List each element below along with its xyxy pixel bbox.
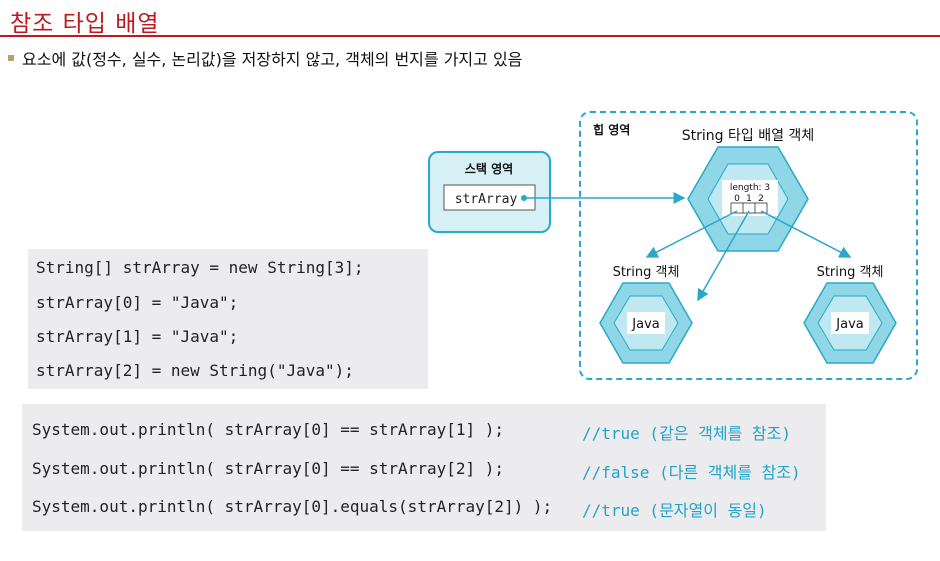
code-line: String[] strArray = new String[3];	[36, 258, 364, 277]
bullet-square-icon	[8, 55, 14, 61]
code-line: System.out.println( strArray[0].equals(s…	[32, 497, 553, 516]
array-index-0: 0	[734, 194, 740, 204]
bullet-item: 요소에 값(정수, 실수, 논리값)을 저장하지 않고, 객체의 번지를 가지고…	[8, 46, 522, 70]
array-length-label: length: 3	[730, 183, 770, 193]
code-block-comparison: System.out.println( strArray[0] == strAr…	[22, 404, 826, 531]
reference-dot	[521, 195, 527, 201]
reference-arrow-slot1	[697, 210, 750, 302]
string-object-label-right: String 객체	[817, 265, 884, 280]
heap-region	[579, 111, 918, 380]
code-line: strArray[0] = "Java";	[36, 293, 239, 312]
reference-arrow-slot0	[645, 210, 738, 258]
code-line: strArray[2] = new String("Java");	[36, 361, 354, 380]
array-index-2: 2	[758, 194, 764, 204]
string-object-label-left: String 객체	[613, 265, 680, 280]
title-divider	[0, 35, 940, 37]
array-index-1: 1	[746, 194, 752, 204]
page-title: 참조 타입 배열	[10, 11, 160, 37]
code-comment: //true (문자열이 동일)	[582, 501, 767, 520]
code-comment: //true (같은 객체를 참조)	[582, 424, 792, 443]
string-value-left: Java	[631, 317, 659, 332]
code-comment: //false (다른 객체를 참조)	[582, 463, 801, 482]
code-block-declaration: String[] strArray = new String[3]; strAr…	[28, 249, 428, 389]
reference-arrow-slot2	[760, 210, 852, 258]
code-line: System.out.println( strArray[0] == strAr…	[32, 459, 505, 478]
heap-label: 힙 영역	[593, 122, 630, 137]
array-slots	[730, 202, 768, 214]
string-value-right: Java	[835, 317, 863, 332]
variable-name: strArray	[455, 192, 518, 207]
stack-label: 스택 영역	[465, 161, 513, 176]
bullet-text: 요소에 값(정수, 실수, 논리값)을 저장하지 않고, 객체의 번지를 가지고…	[22, 50, 523, 69]
code-line: strArray[1] = "Java";	[36, 327, 239, 346]
array-object-label: String 타입 배열 객체	[682, 128, 814, 144]
code-line: System.out.println( strArray[0] == strAr…	[32, 420, 505, 439]
